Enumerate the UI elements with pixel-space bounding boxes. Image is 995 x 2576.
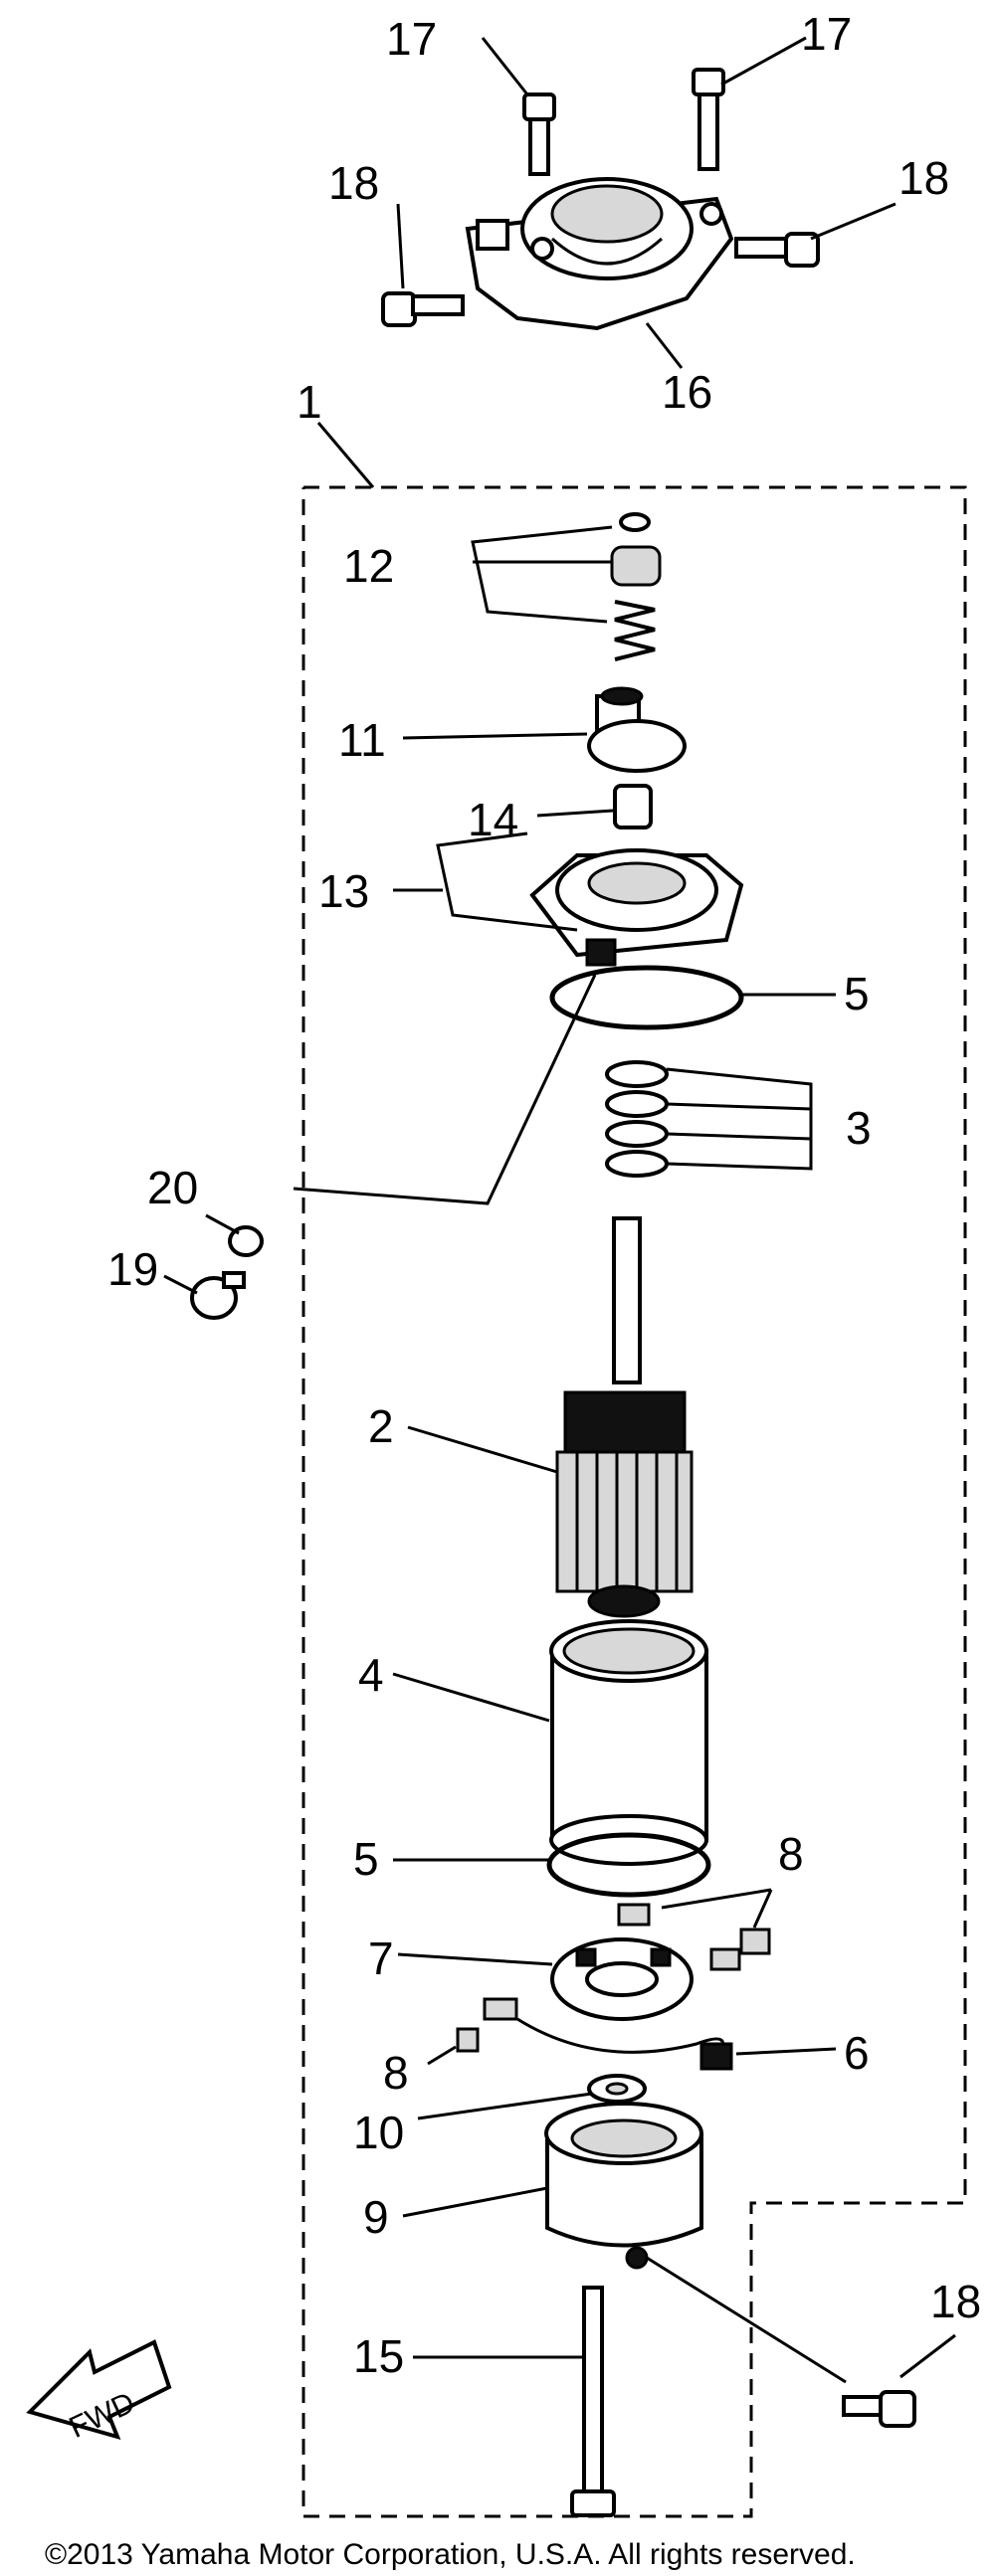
callout-11: 11	[338, 714, 386, 766]
part-8-brush-lower	[456, 2027, 480, 2053]
callout-13: 13	[318, 865, 369, 917]
part-15-through-bolt	[570, 2286, 616, 2517]
callout-8-upper: 8	[778, 1828, 804, 1880]
callout-1: 1	[297, 376, 322, 428]
part-2-armature	[555, 1216, 694, 1618]
part-7-brush-holder	[550, 1937, 694, 2021]
copyright-notice: ©2013 Yamaha Motor Corporation, U.S.A. A…	[45, 2538, 856, 2571]
fwd-direction-arrow: FWD	[26, 2339, 172, 2445]
part-9-rear-cover	[544, 2102, 703, 2270]
callout-20: 20	[147, 1162, 198, 1213]
callout-14: 14	[468, 794, 518, 845]
part-17-bolt-right	[692, 68, 725, 171]
part-5-o-ring-lower	[546, 1832, 711, 1898]
callout-3: 3	[846, 1102, 872, 1154]
part-11-pinion	[587, 686, 687, 773]
part-18-bolt-left	[381, 291, 465, 327]
callout-5-lower: 5	[353, 1833, 379, 1885]
callout-18-left: 18	[328, 157, 379, 209]
callout-18-right: 18	[898, 152, 949, 204]
callout-19: 19	[107, 1243, 158, 1295]
callout-17-left: 17	[386, 13, 437, 65]
part-6-lead-wire	[516, 2017, 733, 2071]
callout-12: 12	[343, 540, 394, 592]
part-14-bushing	[613, 784, 653, 829]
callout-9: 9	[363, 2191, 389, 2243]
part-3-brush-springs	[605, 1060, 669, 1178]
callout-17-right: 17	[801, 8, 852, 60]
callout-15: 15	[353, 2330, 404, 2382]
callout-10: 10	[353, 2107, 404, 2158]
part-18-bolt-lower	[842, 2390, 916, 2428]
assembly-1-boundary	[301, 485, 967, 2518]
part-5-o-ring-upper	[549, 965, 744, 1030]
callout-18-lower: 18	[930, 2276, 981, 2327]
callout-7: 7	[368, 1932, 394, 1984]
callout-16: 16	[662, 366, 712, 418]
callout-2: 2	[368, 1400, 394, 1452]
part-4-yoke	[549, 1619, 708, 1866]
callout-8-lower: 8	[383, 2047, 409, 2099]
part-16-bracket	[465, 177, 734, 331]
part-12-clip-collar-spring	[610, 512, 662, 661]
part-17-bolt-left	[522, 92, 556, 176]
part-13-front-cover	[529, 848, 744, 967]
part-18-bolt-right	[734, 232, 820, 268]
callout-4: 4	[358, 1649, 384, 1701]
callout-6: 6	[844, 2027, 870, 2079]
part-19-bolt	[190, 1271, 246, 1320]
callout-5-upper: 5	[844, 968, 870, 1019]
part-8-brushes	[483, 1903, 771, 2021]
